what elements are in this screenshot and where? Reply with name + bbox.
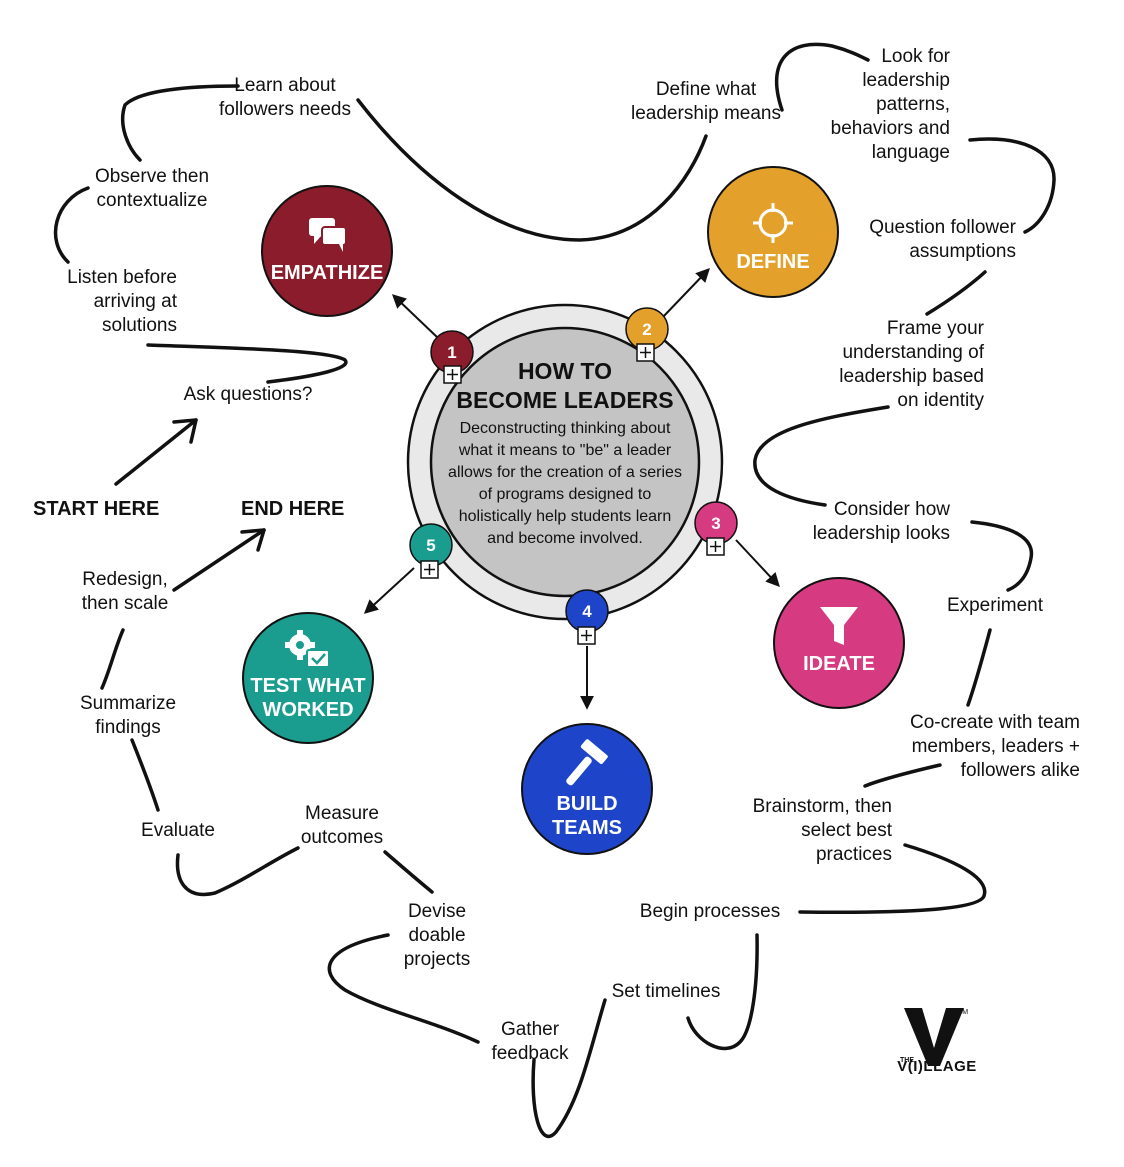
center-hub <box>406 303 724 621</box>
hammer-icon <box>566 739 608 786</box>
step-set-timelines: Set timelines <box>611 981 721 1002</box>
path-segment-summarize-redesign <box>100 628 125 690</box>
step-question-assumptions: Question follower assumptions <box>869 217 1016 262</box>
badge-number-5: 5 <box>426 536 435 555</box>
step-devise-projects: Devise doable projects <box>403 901 471 970</box>
expand-box-1[interactable] <box>443 365 462 384</box>
step-look-patterns: Look for leadership patterns, behaviors … <box>830 46 950 163</box>
connector-empathize <box>391 294 439 339</box>
step-summarize: Summarize findings <box>79 693 177 738</box>
phase-ideate <box>773 577 905 709</box>
path-segment-frame-consider <box>753 405 890 507</box>
phase-label-empathize: EMPATHIZE <box>270 262 384 284</box>
connector-define <box>661 267 710 319</box>
expand-box-5[interactable] <box>420 560 439 579</box>
phase-connectors <box>363 267 780 710</box>
path-segment-learn-define <box>356 98 708 242</box>
connector-test <box>363 567 415 614</box>
path-segment-devise-measure <box>383 850 434 894</box>
step-ask-questions: Ask questions? <box>183 384 313 405</box>
step-measure-outcomes: Measure outcomes <box>300 803 384 848</box>
journey-path <box>53 42 1056 1139</box>
badge-number-4: 4 <box>582 602 592 621</box>
connector-ideate <box>735 539 780 588</box>
start-arrow-line <box>114 418 198 486</box>
step-co-create: Co-create with team members, leaders + f… <box>909 712 1080 781</box>
expand-box-2[interactable] <box>636 343 655 362</box>
path-segment-consider-experiment <box>970 520 1034 592</box>
logo-prefix: THE <box>900 1057 914 1064</box>
expand-box-4[interactable] <box>577 626 596 645</box>
step-begin-processes: Begin processes <box>639 901 781 922</box>
phase-label-define: DEFINE <box>736 251 810 273</box>
step-gather-feedback: Gather feedback <box>491 1019 569 1064</box>
phase-define <box>707 166 839 298</box>
step-frame-understanding: Frame your understanding of leadership b… <box>839 318 984 411</box>
logo-tm: TM <box>958 1009 968 1016</box>
start-arrow-head <box>172 418 198 444</box>
step-learn-followers: Learn about followers needs <box>218 75 352 120</box>
step-listen: Listen before arriving at solutions <box>67 267 177 336</box>
start-here-label: START HERE <box>33 498 160 520</box>
end-arrow-line <box>172 528 266 592</box>
start-end-arrows <box>114 418 266 592</box>
badge-number-1: 1 <box>447 343 456 362</box>
path-segment-cocreate-brainstorm <box>863 763 942 788</box>
step-experiment: Experiment <box>946 595 1044 616</box>
end-here-label: END HERE <box>241 498 345 520</box>
step-consider-looks: Consider how leadership looks <box>812 499 950 544</box>
path-segment-timelines-gather <box>531 998 607 1139</box>
step-brainstorm: Brainstorm, then select best practices <box>752 796 892 865</box>
path-segment-gather-devise <box>327 933 480 1044</box>
step-redesign: Redesign, then scale <box>81 569 169 614</box>
logo-v-mark <box>904 1008 964 1066</box>
path-segment-begin-timelines <box>686 933 759 1050</box>
path-segment-evaluate-summarize <box>130 738 160 812</box>
center-inner-circle <box>429 326 701 598</box>
step-observe: Observe then contextualize <box>94 166 210 211</box>
center-title: HOW TO BECOME LEADERS <box>456 358 674 413</box>
path-segment-brainstorm-begin <box>798 843 987 915</box>
funnel-icon <box>820 607 858 645</box>
phase-label-test: TEST WHAT WORKED <box>250 675 366 721</box>
badge-number-2: 2 <box>642 320 651 339</box>
village-logo: THE TM <box>900 1008 968 1066</box>
phase-build <box>521 723 653 855</box>
logo-wordmark: V(I)LLAGE <box>897 1058 977 1075</box>
expand-box-3[interactable] <box>706 537 725 556</box>
gear-check-icon <box>285 630 330 668</box>
path-segment-measure-evaluate <box>175 846 300 897</box>
target-crosshair-icon <box>753 203 793 243</box>
chat-bubbles-icon <box>309 218 347 252</box>
phase-empathize <box>261 185 393 317</box>
phase-label-ideate: IDEATE <box>803 653 875 675</box>
path-segment-experiment-cocreate <box>966 628 992 707</box>
phase-test <box>242 612 374 744</box>
path-segment-observe-listen <box>53 186 90 264</box>
path-segment-listen-ask <box>146 343 348 384</box>
path-segment-look-question <box>968 137 1056 234</box>
path-segment-learn-observe <box>120 84 240 162</box>
end-arrow-head <box>240 528 266 552</box>
center-description: Deconstructing thinking about what it me… <box>448 420 682 547</box>
step-evaluate: Evaluate <box>141 820 215 841</box>
phase-label-build: BUILD TEAMS <box>552 793 622 839</box>
step-define-leadership: Define what leadership means <box>631 79 781 124</box>
path-segment-define-look <box>774 42 870 112</box>
badge-number-3: 3 <box>711 514 720 533</box>
path-segment-question-frame <box>925 270 987 316</box>
